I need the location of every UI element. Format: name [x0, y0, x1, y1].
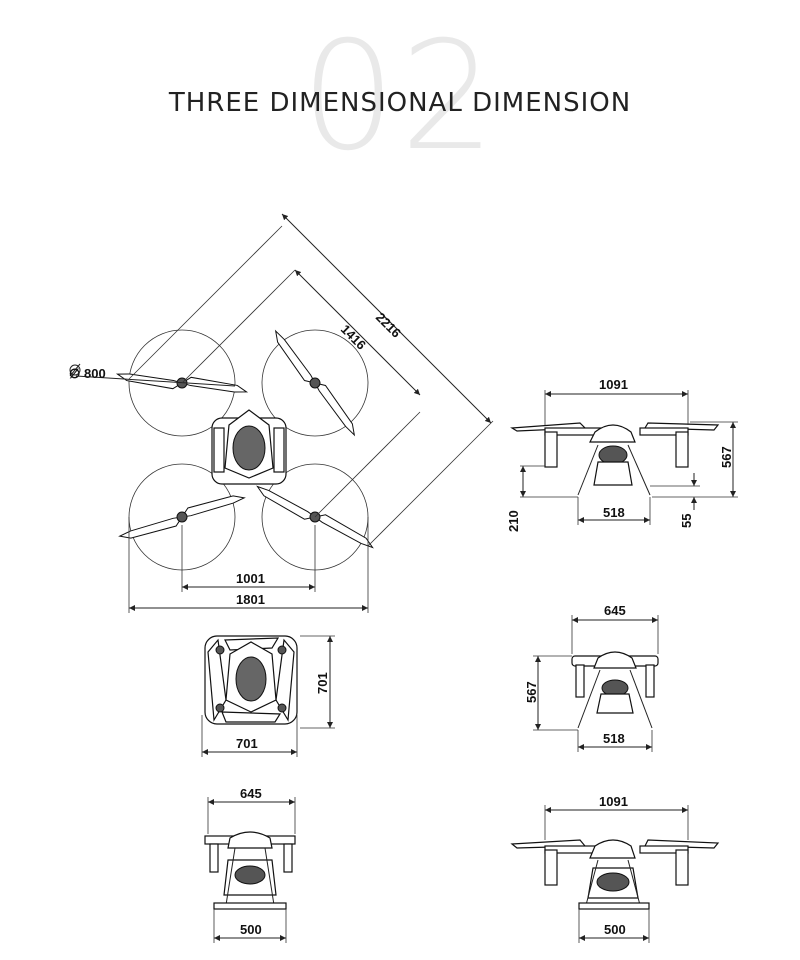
top-view: ∅ 800 2216 1416 1001 1801 [69, 213, 494, 613]
side-width-label: 1091 [599, 377, 628, 392]
side-leg-spread-label: 518 [603, 505, 625, 520]
section-number: 02 [300, 10, 500, 184]
foot-height-label: 55 [679, 514, 694, 528]
front-folded-view: 645 500 [204, 786, 296, 943]
folded-top-view: 701 701 [201, 635, 335, 757]
page-title: THREE DIMENSIONAL DIMENSION [168, 88, 632, 118]
side-height-label: 567 [719, 446, 734, 468]
front-folded-width-label: 645 [240, 786, 262, 801]
motor-icon [309, 377, 321, 389]
front-width-label: 1091 [599, 794, 628, 809]
diameter-symbol-icon: ∅ [69, 366, 80, 381]
diagonal-outer-label: 2216 [373, 310, 404, 341]
folded-side-leg-label: 518 [603, 731, 625, 746]
drone-body [211, 409, 287, 485]
folded-side-width-label: 645 [604, 603, 626, 618]
folded-side-view: 645 567 518 [524, 603, 659, 752]
front-base-label: 500 [604, 922, 626, 937]
folded-width-label: 701 [236, 736, 258, 751]
motor-icon [176, 511, 188, 523]
width-outer-label: 1801 [236, 592, 265, 607]
folded-side-height-label: 567 [524, 681, 539, 703]
width-inner-label: 1001 [236, 571, 265, 586]
front-folded-base-label: 500 [240, 922, 262, 937]
diagonal-inner-label: 1416 [338, 322, 369, 353]
side-view: 1091 567 518 210 55 [506, 377, 738, 532]
front-view: 1091 500 [510, 794, 720, 943]
ground-height-label: 210 [506, 510, 521, 532]
folded-height-label: 701 [315, 672, 330, 694]
prop-diameter-label: 800 [84, 366, 106, 381]
propeller-circle [128, 329, 236, 437]
